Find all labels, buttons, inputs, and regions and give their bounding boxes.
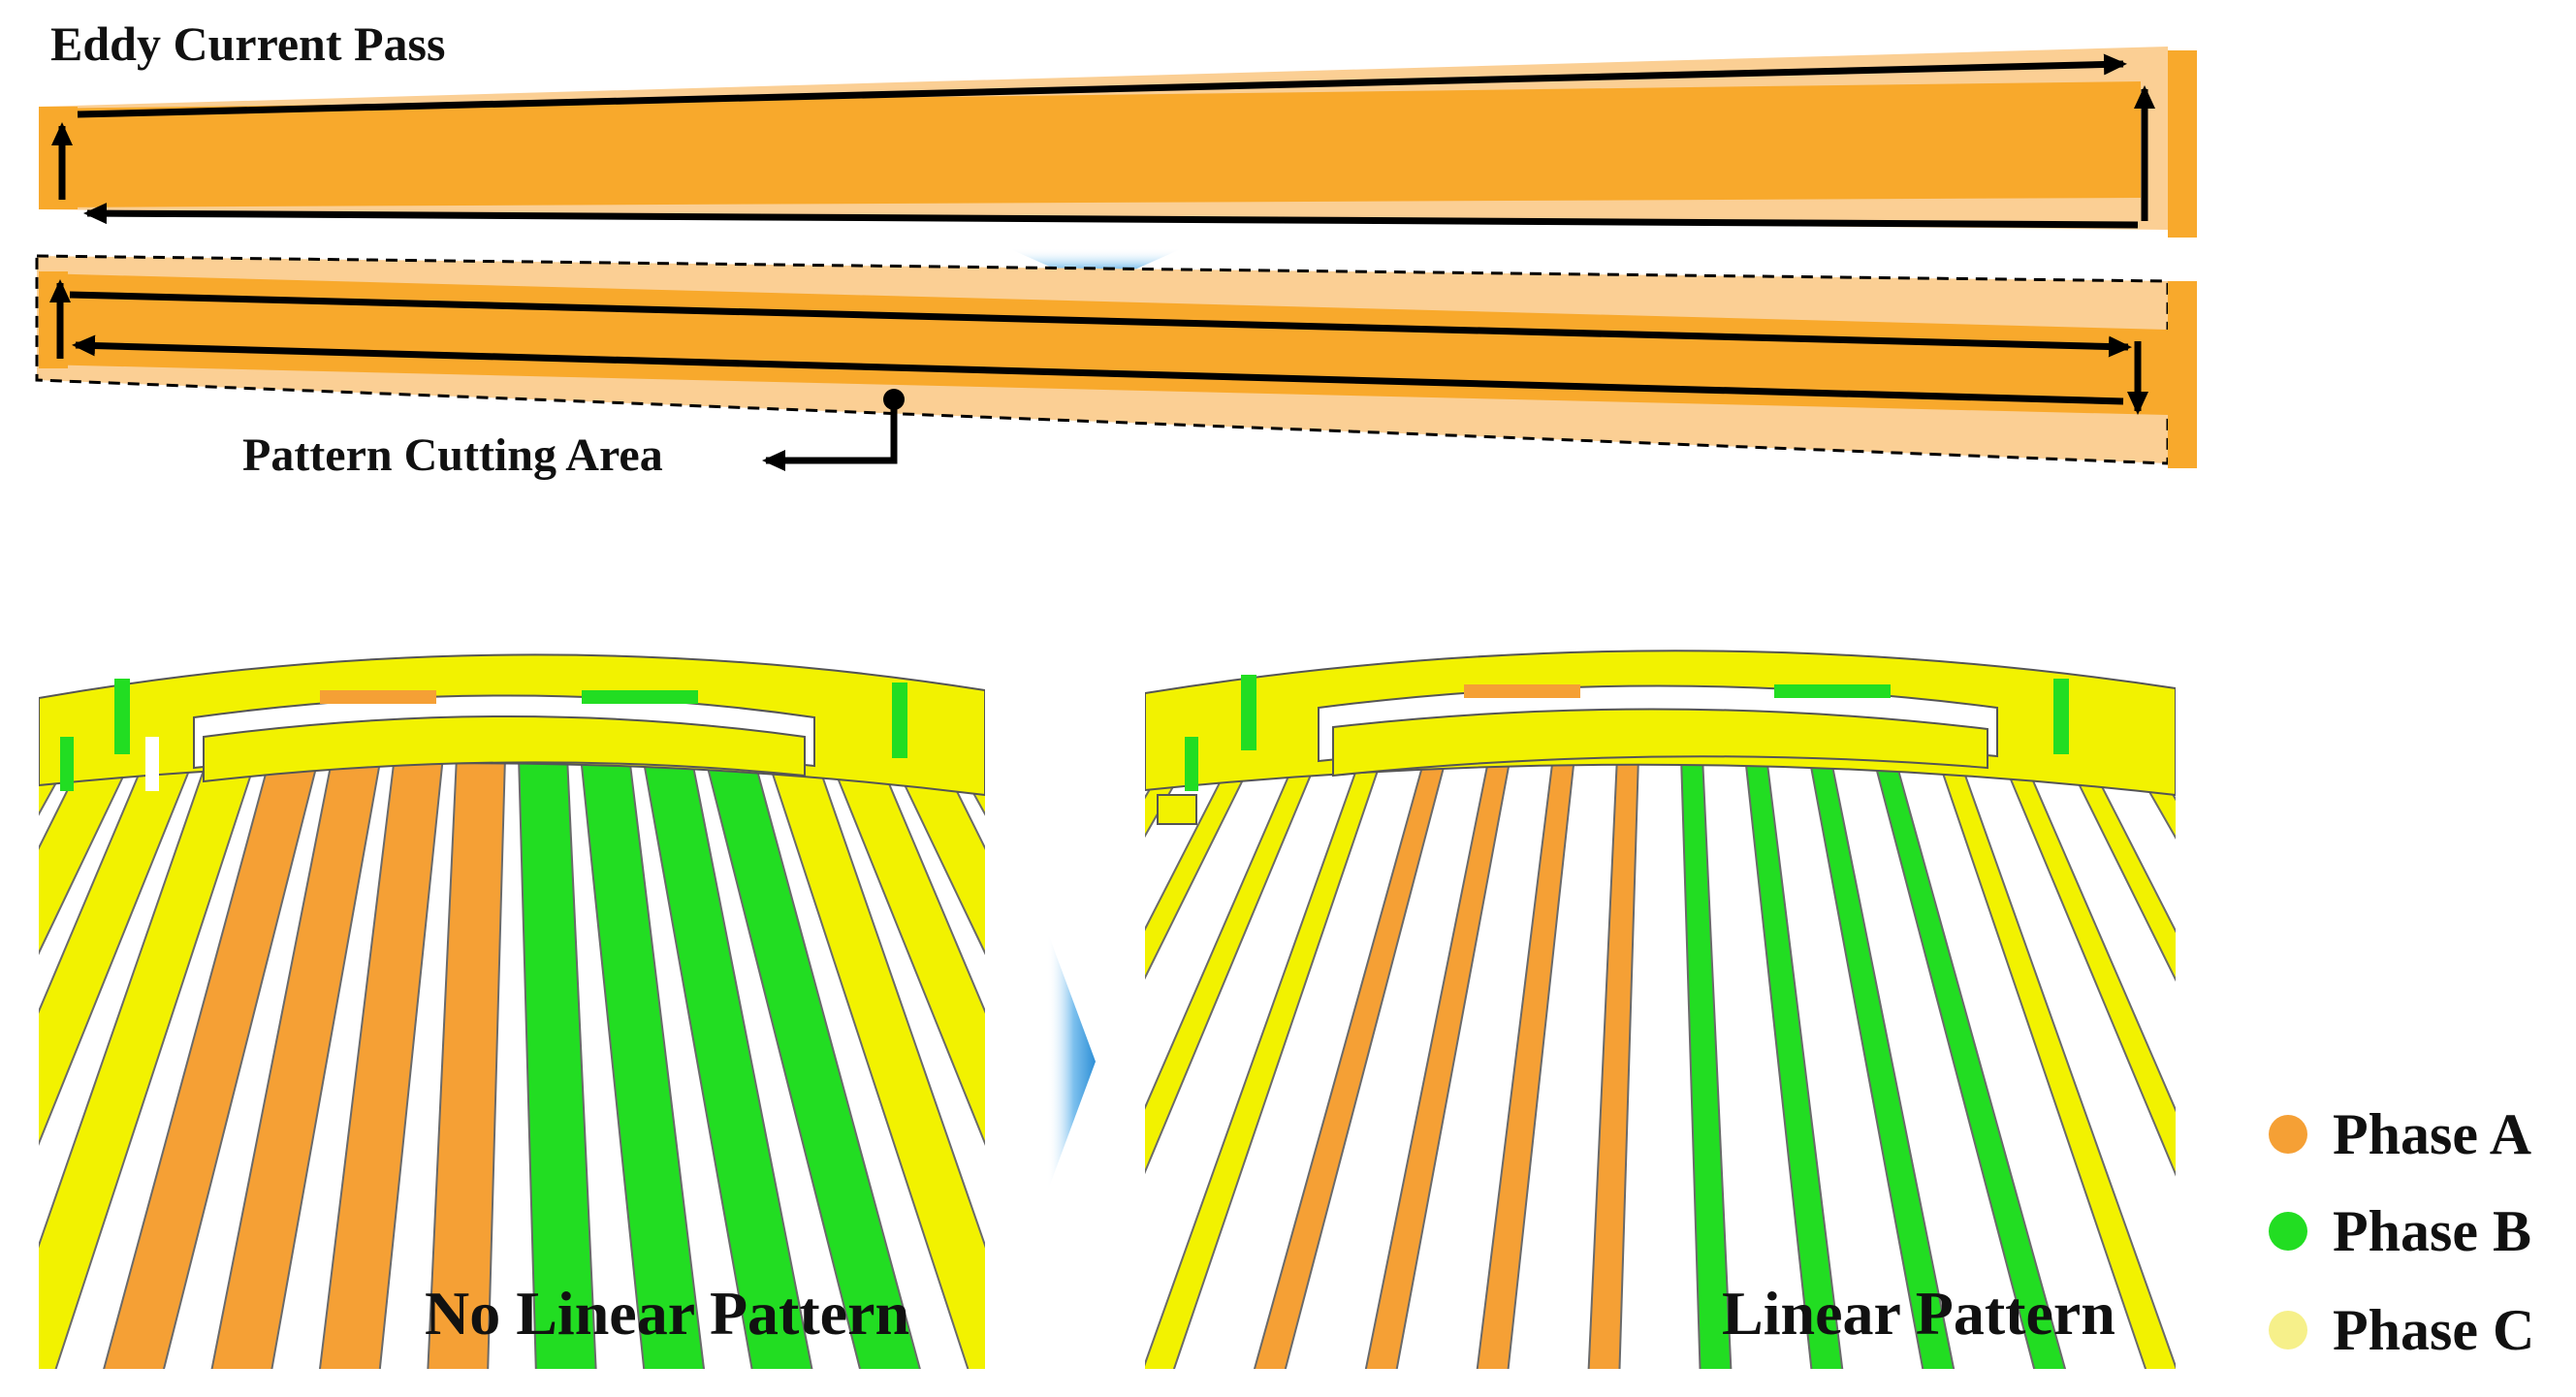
right-end-turn bbox=[1145, 650, 2176, 825]
eddy-current-loop-top bbox=[51, 53, 2155, 229]
phase-c-swatch-icon bbox=[2269, 1311, 2307, 1349]
phase-b-swatch-icon bbox=[2269, 1212, 2307, 1251]
left-end-turn bbox=[39, 653, 985, 797]
upper-right-tab bbox=[2168, 50, 2197, 238]
winding-panel-linear-pattern bbox=[1145, 630, 2176, 1369]
eddy-current-pass-label: Eddy Current Pass bbox=[50, 16, 445, 71]
winding-panel-no-linear-pattern bbox=[39, 630, 985, 1369]
legend-label-phase-a: Phase A bbox=[2333, 1102, 2531, 1166]
eddy-current-loop-bottom bbox=[49, 279, 2148, 415]
transition-arrow-down-icon bbox=[1008, 248, 1183, 287]
right-winding-bars bbox=[1145, 755, 2176, 1369]
pattern-cutting-area-label: Pattern Cutting Area bbox=[242, 429, 663, 481]
eddy-current-conductor bbox=[39, 47, 2197, 238]
pattern-cutting-callout bbox=[762, 389, 905, 471]
linear-pattern-label: Linear Pattern bbox=[1722, 1279, 2115, 1348]
legend-label-phase-c: Phase C bbox=[2333, 1298, 2534, 1362]
transition-arrow-right-icon bbox=[1047, 931, 1096, 1192]
phase-legend: Phase A Phase B Phase C bbox=[2269, 1102, 2534, 1362]
no-linear-pattern-label: No Linear Pattern bbox=[425, 1279, 909, 1348]
upper-left-tab bbox=[39, 107, 78, 209]
phase-a-swatch-icon bbox=[2269, 1115, 2307, 1154]
upper-bar-core bbox=[39, 81, 2141, 207]
legend-label-phase-b: Phase B bbox=[2333, 1199, 2531, 1263]
left-winding-bars bbox=[39, 755, 985, 1369]
legend-item-phase-a: Phase A bbox=[2269, 1102, 2531, 1166]
legend-item-phase-b: Phase B bbox=[2269, 1199, 2531, 1263]
lower-right-tab bbox=[2168, 281, 2197, 468]
legend-item-phase-c: Phase C bbox=[2269, 1298, 2534, 1362]
winding-bar-phase-c bbox=[2127, 755, 2176, 840]
